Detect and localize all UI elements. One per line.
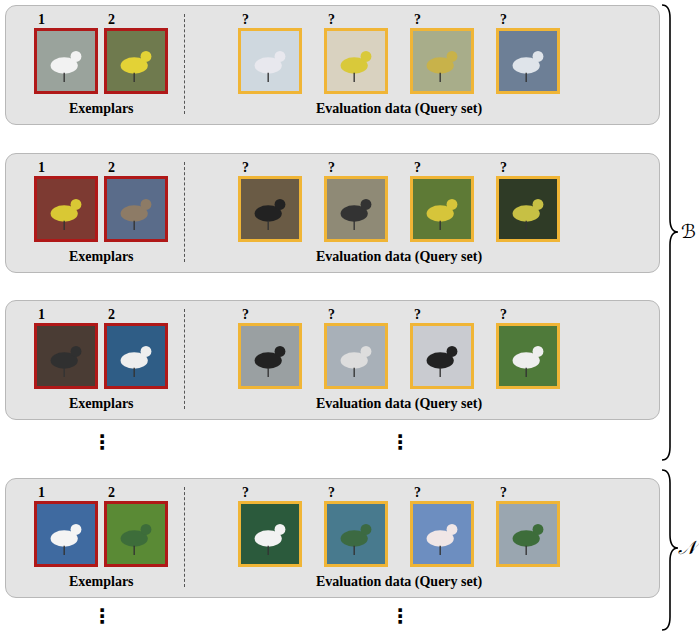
query-set-label: Evaluation data (Query set) — [316, 396, 482, 412]
exemplar-image: 2 — [104, 176, 168, 242]
photo-placeholder — [499, 504, 557, 564]
curly-brace — [662, 470, 678, 630]
exemplar-number: 1 — [38, 307, 45, 323]
query-image: ? — [324, 176, 388, 242]
query-mark: ? — [242, 485, 249, 501]
dashed-divider — [184, 14, 185, 114]
query-mark: ? — [328, 12, 335, 28]
photo-placeholder — [327, 31, 385, 91]
query-image: ? — [496, 176, 560, 242]
exemplar-image: 1 — [34, 323, 98, 389]
query-mark: ? — [500, 485, 507, 501]
exemplar-number: 2 — [108, 485, 115, 501]
dashed-divider — [184, 487, 185, 587]
photo-placeholder — [241, 504, 299, 564]
query-set-label: Evaluation data (Query set) — [316, 574, 482, 590]
task-panel: ExemplarsEvaluation data (Query set)12??… — [5, 478, 660, 598]
query-set-label: Evaluation data (Query set) — [316, 249, 482, 265]
curly-brace — [662, 5, 678, 460]
query-image: ? — [496, 28, 560, 94]
photo-placeholder — [107, 31, 165, 91]
photo-placeholder — [499, 179, 557, 239]
query-image: ? — [238, 323, 302, 389]
continuation-dots: ⋮ — [92, 430, 112, 454]
exemplar-number: 2 — [108, 160, 115, 176]
exemplar-number: 1 — [38, 12, 45, 28]
set-symbol: ℬ — [681, 220, 696, 242]
photo-placeholder — [107, 326, 165, 386]
exemplar-number: 1 — [38, 160, 45, 176]
query-mark: ? — [500, 12, 507, 28]
query-mark: ? — [328, 160, 335, 176]
photo-placeholder — [37, 31, 95, 91]
query-mark: ? — [414, 160, 421, 176]
query-mark: ? — [328, 307, 335, 323]
exemplar-image: 1 — [34, 501, 98, 567]
query-image: ? — [238, 501, 302, 567]
query-image: ? — [238, 176, 302, 242]
query-image: ? — [324, 28, 388, 94]
task-panel: ExemplarsEvaluation data (Query set)12??… — [5, 300, 660, 420]
query-image: ? — [324, 323, 388, 389]
photo-placeholder — [327, 504, 385, 564]
photo-placeholder — [107, 504, 165, 564]
query-mark: ? — [328, 485, 335, 501]
set-symbol: 𝒩 — [678, 536, 696, 559]
exemplars-label: Exemplars — [69, 101, 134, 117]
query-mark: ? — [500, 307, 507, 323]
continuation-dots: ⋮ — [92, 604, 112, 628]
exemplar-image: 1 — [34, 28, 98, 94]
dashed-divider — [184, 309, 185, 409]
photo-placeholder — [499, 326, 557, 386]
dashed-divider — [184, 162, 185, 262]
query-mark: ? — [414, 307, 421, 323]
query-mark: ? — [500, 160, 507, 176]
photo-placeholder — [37, 326, 95, 386]
photo-placeholder — [327, 326, 385, 386]
photo-placeholder — [327, 179, 385, 239]
exemplar-image: 2 — [104, 28, 168, 94]
query-mark: ? — [414, 485, 421, 501]
exemplar-number: 2 — [108, 12, 115, 28]
photo-placeholder — [241, 179, 299, 239]
photo-placeholder — [107, 179, 165, 239]
exemplar-number: 2 — [108, 307, 115, 323]
exemplar-image: 2 — [104, 323, 168, 389]
photo-placeholder — [241, 31, 299, 91]
query-image: ? — [410, 176, 474, 242]
continuation-dots: ⋮ — [390, 604, 410, 628]
photo-placeholder — [37, 504, 95, 564]
photo-placeholder — [413, 504, 471, 564]
query-image: ? — [324, 501, 388, 567]
query-image: ? — [496, 323, 560, 389]
continuation-dots: ⋮ — [390, 430, 410, 454]
photo-placeholder — [241, 326, 299, 386]
query-image: ? — [410, 28, 474, 94]
photo-placeholder — [413, 31, 471, 91]
exemplar-image: 2 — [104, 501, 168, 567]
task-panel: ExemplarsEvaluation data (Query set)12??… — [5, 153, 660, 273]
photo-placeholder — [413, 179, 471, 239]
photo-placeholder — [499, 31, 557, 91]
query-mark: ? — [414, 12, 421, 28]
exemplars-label: Exemplars — [69, 574, 134, 590]
query-image: ? — [496, 501, 560, 567]
query-image: ? — [410, 323, 474, 389]
query-set-label: Evaluation data (Query set) — [316, 101, 482, 117]
query-image: ? — [238, 28, 302, 94]
task-panel: ExemplarsEvaluation data (Query set)12??… — [5, 5, 660, 125]
query-mark: ? — [242, 160, 249, 176]
photo-placeholder — [413, 326, 471, 386]
query-image: ? — [410, 501, 474, 567]
exemplars-label: Exemplars — [69, 396, 134, 412]
exemplar-image: 1 — [34, 176, 98, 242]
query-mark: ? — [242, 307, 249, 323]
exemplar-number: 1 — [38, 485, 45, 501]
photo-placeholder — [37, 179, 95, 239]
exemplars-label: Exemplars — [69, 249, 134, 265]
query-mark: ? — [242, 12, 249, 28]
